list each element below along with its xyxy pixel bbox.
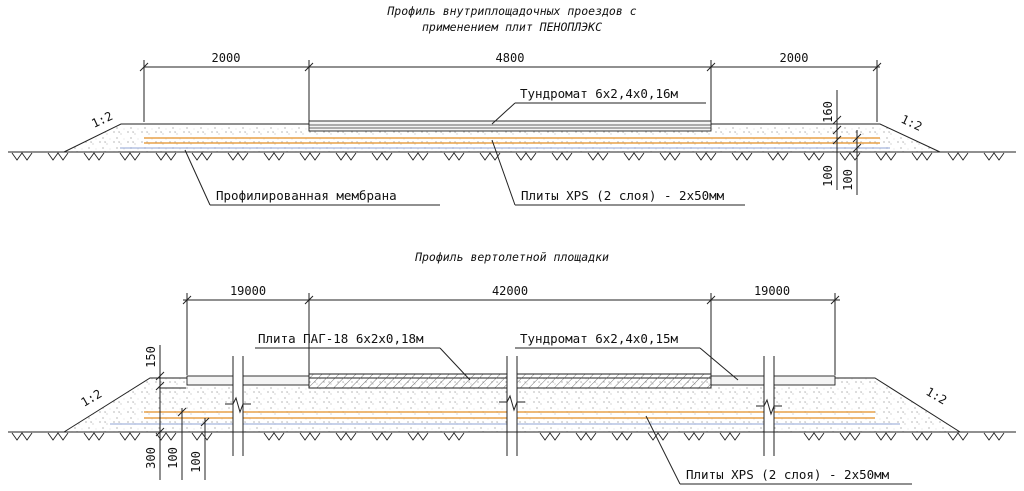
top-ground-hatch [11, 152, 1005, 161]
bottom-title: Профиль вертолетной площадки [414, 250, 609, 264]
bottom-tundromat-left [186, 375, 310, 386]
top-leaders: Тундромат 6х2,4х0,16м Профилированная ме… [184, 86, 745, 206]
bottom-dim-right: 19000 [754, 284, 790, 298]
top-label-xps: Плиты XPS (2 слоя) - 2х50мм [521, 188, 725, 203]
top-dim-v-100b: 100 [841, 169, 855, 191]
bottom-break-lines [225, 356, 782, 456]
bottom-slope-left: 1:2 [79, 387, 105, 410]
bottom-ground-hatch [11, 432, 1005, 441]
bottom-dim-left: 19000 [230, 284, 266, 298]
top-slope-left: 1:2 [89, 109, 115, 131]
top-dimension-chain: 2000 4800 2000 [139, 51, 882, 125]
top-tundromat-mat [308, 120, 712, 132]
bottom-vertical-dims: 150 300 100 100 [144, 345, 210, 480]
top-label-tundromat: Тундромат 6х2,4х0,16м [520, 86, 679, 101]
bottom-label-plate: Плита ПАГ-18 6х2х0,18м [258, 331, 424, 346]
bottom-label-tundromat: Тундромат 6х2,4х0,15м [520, 331, 679, 346]
top-dim-left: 2000 [212, 51, 241, 65]
bottom-dim-v-300: 300 [144, 447, 158, 469]
bottom-leaders: Плита ПАГ-18 6х2х0,18м Тундромат 6х2,4х0… [255, 331, 912, 485]
top-vertical-dims: 160 100 100 [821, 90, 862, 195]
top-title-line2: применением плит ПЕНОПЛЭКС [422, 20, 602, 34]
top-dim-v-100a: 100 [821, 165, 835, 187]
top-label-membrane: Профилированная мембрана [216, 188, 397, 203]
bottom-dim-v-100a: 100 [166, 447, 180, 469]
top-dim-v-160: 160 [821, 101, 835, 123]
bottom-label-xps: Плиты XPS (2 слоя) - 2х50мм [686, 467, 890, 482]
bottom-dim-v-150: 150 [144, 346, 158, 368]
bottom-dimension-chain: 19000 42000 19000 [182, 284, 840, 378]
top-dim-right: 2000 [780, 51, 809, 65]
top-slope-right: 1:2 [899, 112, 925, 134]
top-profile: Профиль внутриплощадочных проездов с при… [8, 4, 1016, 206]
top-dim-center: 4800 [496, 51, 525, 65]
bottom-dim-center: 42000 [492, 284, 528, 298]
top-title-line1: Профиль внутриплощадочных проездов с [386, 4, 636, 18]
bottom-dim-v-100b: 100 [189, 451, 203, 473]
bottom-slope-right: 1:2 [924, 384, 950, 407]
bottom-profile: Профиль вертолетной площадки 19000 42000… [8, 250, 1016, 485]
